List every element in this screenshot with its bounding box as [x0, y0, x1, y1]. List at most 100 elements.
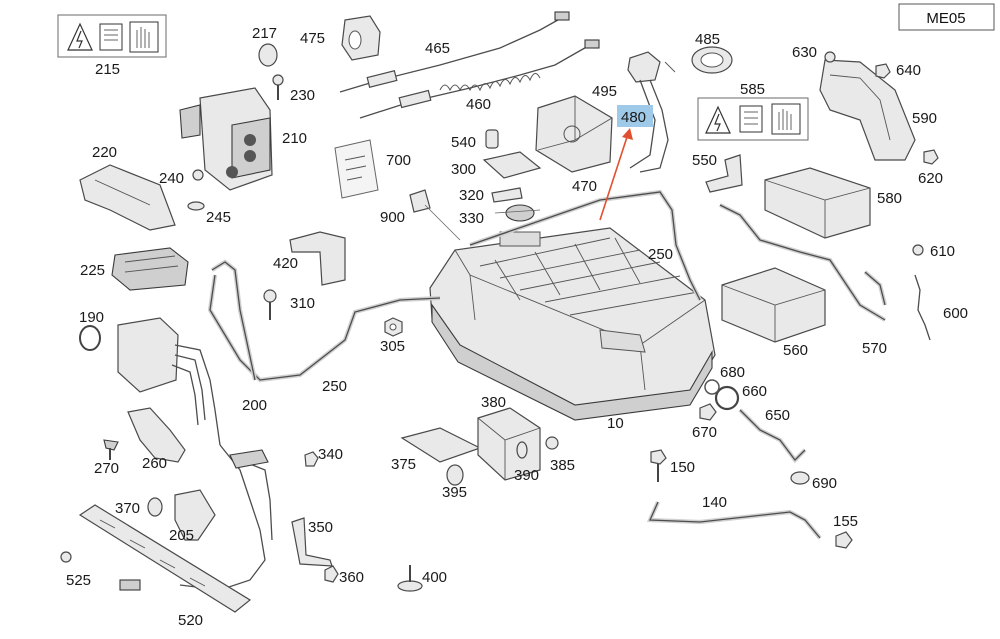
- label-550: 550: [692, 152, 717, 169]
- part-155-bolt: [835, 531, 853, 549]
- part-680-ring: [704, 379, 720, 395]
- part-525-bolt: [60, 551, 72, 563]
- part-520-strip: [78, 504, 252, 613]
- label-150: 150: [670, 459, 695, 476]
- part-360-bolt: [324, 565, 339, 583]
- part-140-pipe: [646, 501, 822, 540]
- part-600-610: [912, 244, 931, 341]
- part-670-bolt: [699, 403, 717, 421]
- label-900: 900: [380, 209, 405, 226]
- part-420-bracket: [289, 231, 346, 286]
- part-700-manual: [334, 139, 379, 199]
- diagram-code-box: ME05: [898, 3, 995, 31]
- part-385-390-395: [446, 436, 559, 486]
- label-215: 215: [95, 61, 120, 78]
- label-525: 525: [66, 572, 91, 589]
- part-190-ring: [79, 325, 101, 351]
- part-560-module: [721, 267, 826, 343]
- part-480-connector: [627, 51, 676, 173]
- label-390: 390: [514, 467, 539, 484]
- diagram-code: ME05: [926, 10, 965, 27]
- part-900-tag: [409, 189, 461, 241]
- hose-570: [719, 203, 888, 322]
- label-690: 690: [812, 475, 837, 492]
- label-200: 200: [242, 397, 267, 414]
- label-340: 340: [318, 446, 343, 463]
- label-465: 465: [425, 40, 450, 57]
- part-470-box: [535, 95, 613, 173]
- label-330: 330: [459, 210, 484, 227]
- label-260: 260: [142, 455, 167, 472]
- label-670: 670: [692, 424, 717, 441]
- highlight-480: [617, 105, 653, 127]
- label-560: 560: [783, 342, 808, 359]
- label-475: 475: [300, 30, 325, 47]
- label-660: 660: [742, 383, 767, 400]
- part-380-bracket: [477, 407, 541, 481]
- part-370-nut: [147, 497, 163, 517]
- part-340-bolt: [304, 451, 319, 467]
- cable-250: [207, 189, 702, 383]
- label-385: 385: [550, 457, 575, 474]
- label-210: 210: [282, 130, 307, 147]
- part-150-bolt: [650, 449, 667, 482]
- label-700: 700: [386, 152, 411, 169]
- label-230: 230: [290, 87, 315, 104]
- label-240: 240: [159, 170, 184, 187]
- label-395: 395: [442, 484, 467, 501]
- label-205: 205: [169, 527, 194, 544]
- label-495: 495: [592, 83, 617, 100]
- part-630-640-620: [824, 51, 939, 165]
- label-650: 650: [765, 407, 790, 424]
- label-217: 217: [252, 25, 277, 42]
- highlight-arrow: [599, 128, 633, 221]
- label-480: 480: [621, 109, 646, 126]
- label-245: 245: [206, 209, 231, 226]
- label-620: 620: [918, 170, 943, 187]
- part-220-bracket: [79, 164, 176, 231]
- label-250-left: 250: [322, 378, 347, 395]
- label-320: 320: [459, 187, 484, 204]
- part-310-bolt: [263, 289, 277, 320]
- part-400-bolt: [397, 565, 423, 592]
- label-590: 590: [912, 110, 937, 127]
- part-260-270: [103, 407, 186, 463]
- part-350-bracket: [291, 517, 333, 567]
- warning-label-215: [57, 14, 167, 58]
- label-270: 270: [94, 460, 119, 477]
- label-305: 305: [380, 338, 405, 355]
- cable-465-460: [339, 11, 600, 119]
- part-690-cap: [790, 471, 810, 485]
- label-540: 540: [451, 134, 476, 151]
- label-460: 460: [466, 96, 491, 113]
- label-400: 400: [422, 569, 447, 586]
- part-475: [341, 15, 381, 61]
- part-225-bracket: [111, 247, 189, 291]
- label-155: 155: [833, 513, 858, 530]
- label-640: 640: [896, 62, 921, 79]
- label-140: 140: [702, 494, 727, 511]
- label-485: 485: [695, 31, 720, 48]
- part-550: [705, 154, 743, 193]
- label-570: 570: [862, 340, 887, 357]
- label-585: 585: [740, 81, 765, 98]
- label-370: 370: [115, 500, 140, 517]
- label-420: 420: [273, 255, 298, 272]
- label-10: 10: [607, 415, 624, 432]
- label-580: 580: [877, 190, 902, 207]
- label-630: 630: [792, 44, 817, 61]
- label-310: 310: [290, 295, 315, 312]
- part-240-245: [187, 169, 205, 211]
- part-660-clamp: [714, 385, 740, 411]
- part-230-bolt: [272, 74, 284, 100]
- label-520: 520: [178, 612, 203, 629]
- label-250-right: 250: [648, 246, 673, 263]
- label-375: 375: [391, 456, 416, 473]
- label-470: 470: [572, 178, 597, 195]
- label-190: 190: [79, 309, 104, 326]
- part-217: [258, 43, 278, 67]
- small-parts-center: [482, 129, 542, 222]
- part-labels: 215 217 475 465 485 630 640 230 210 495 …: [66, 25, 968, 629]
- part-205-bracket: [174, 489, 216, 541]
